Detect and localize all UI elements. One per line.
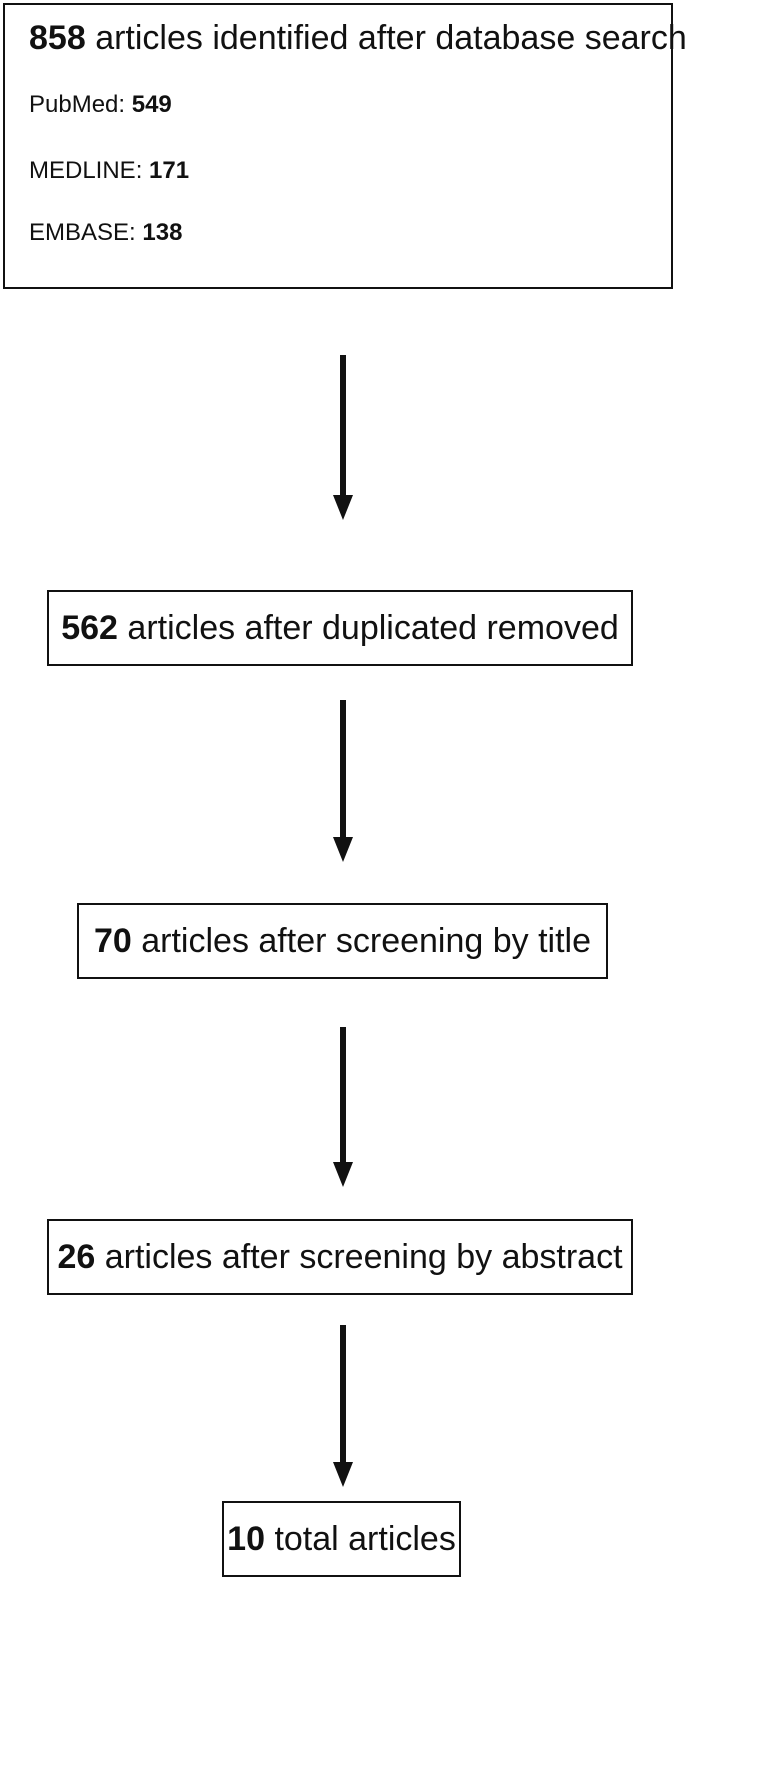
down-arrow-icon xyxy=(333,355,353,520)
total-count: 10 xyxy=(227,1519,265,1558)
search-results-text: articles identified after database searc… xyxy=(95,19,687,57)
abstract-screening-text: articles after screening by abstract xyxy=(104,1237,623,1276)
source-label: EMBASE: xyxy=(29,219,136,246)
search-results-box: 858 articles identified after database s… xyxy=(3,3,687,289)
source-medline: MEDLINE: 171 xyxy=(29,157,189,185)
dedup-text: articles after duplicated removed xyxy=(127,608,619,647)
total-box: 10 total articles xyxy=(222,1501,461,1577)
source-count: 138 xyxy=(142,219,183,246)
down-arrow-icon xyxy=(333,1325,353,1487)
source-pubmed: PubMed: 549 xyxy=(29,91,172,119)
dedup-count: 562 xyxy=(61,608,118,647)
abstract-screening-count: 26 xyxy=(57,1237,96,1276)
title-screening-box: 70 articles after screening by title xyxy=(77,903,608,979)
search-results-count: 858 xyxy=(29,19,86,57)
title-screening-text: articles after screening by title xyxy=(141,921,592,960)
abstract-screening-box: 26 articles after screening by abstract xyxy=(47,1219,633,1295)
source-count: 549 xyxy=(131,91,172,118)
source-count: 171 xyxy=(149,157,190,184)
source-label: MEDLINE: xyxy=(29,157,143,184)
down-arrow-icon xyxy=(333,700,353,862)
dedup-box: 562 articles after duplicated removed xyxy=(47,590,633,666)
search-results-heading: 858 articles identified after database s… xyxy=(29,19,687,58)
total-text: total articles xyxy=(274,1519,456,1558)
title-screening-count: 70 xyxy=(93,921,132,960)
source-embase: EMBASE: 138 xyxy=(29,219,182,247)
source-label: PubMed: xyxy=(29,91,126,118)
down-arrow-icon xyxy=(333,1027,353,1187)
